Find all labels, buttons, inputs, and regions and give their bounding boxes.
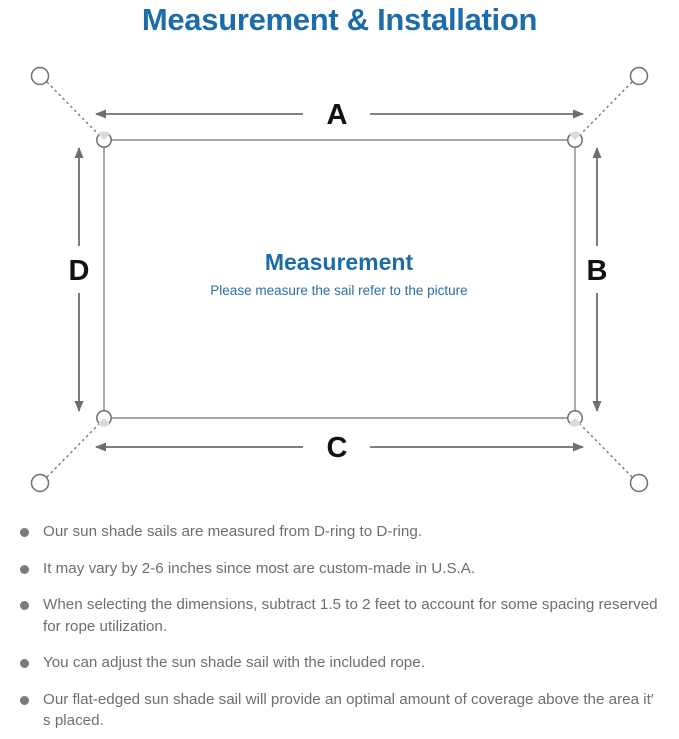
note-text: It may vary by 2-6 inches since most are…: [43, 559, 476, 577]
note-text: When selecting the dimensions, subtract …: [43, 596, 658, 635]
list-item: Our flat-edged sun shade sail will provi…: [12, 689, 661, 732]
sail-outline: [103, 139, 576, 419]
sail-inner-subtitle: Please measure the sail refer to the pic…: [210, 283, 467, 298]
bullet-icon: [20, 659, 29, 668]
page-title: Measurement & Installation: [141, 2, 538, 37]
list-item: It may vary by 2-6 inches since most are…: [12, 558, 661, 580]
rope-line-bottom-right: [578, 422, 633, 478]
dimension-arrow-d: D: [69, 147, 90, 412]
bullet-icon: [20, 695, 29, 705]
bullet-icon: [20, 601, 29, 610]
anchor-point-bottom-right-icon: [629, 473, 649, 493]
dimension-label-d: D: [69, 255, 90, 287]
list-item: You can adjust the sun shade sail with t…: [12, 652, 661, 674]
bullet-icon: [20, 528, 29, 537]
dimension-label-a: A: [327, 99, 348, 131]
note-text: You can adjust the sun shade sail with t…: [43, 654, 425, 671]
note-text: Our flat-edged sun shade sail will provi…: [43, 690, 654, 730]
dimension-arrow-b: B: [587, 147, 608, 412]
list-item: When selecting the dimensions, subtract …: [12, 594, 661, 637]
d-ring-top-right-fill: [569, 131, 581, 140]
rope-lines: [46, 81, 633, 478]
anchor-point-top-left-icon: [30, 66, 50, 86]
anchor-point-top-right-icon: [629, 66, 649, 86]
dimension-arrow-a: A: [95, 99, 584, 131]
d-ring-bottom-right-fill: [569, 418, 581, 427]
notes-list: Our sun shade sails are measured from D-…: [0, 521, 679, 732]
dimension-label-c: C: [327, 432, 348, 464]
rope-line-top-left: [46, 81, 101, 137]
d-ring-bottom-left-fill: [98, 418, 110, 427]
diagram-container: A C D B Measurement Please me: [0, 48, 679, 510]
bullet-icon: [20, 564, 29, 574]
d-ring-top-left-fill: [98, 131, 110, 140]
rope-line-top-right: [578, 81, 633, 137]
sail-inner-title: Measurement: [265, 249, 414, 275]
note-text: Our sun shade sails are measured from D-…: [43, 523, 422, 540]
anchor-point-bottom-left-icon: [30, 473, 50, 493]
dimension-label-b: B: [587, 255, 608, 287]
rope-line-bottom-left: [46, 422, 101, 478]
anchor-points: [30, 66, 649, 493]
dimension-arrow-c: C: [95, 432, 584, 464]
list-item: Our sun shade sails are measured from D-…: [12, 521, 661, 543]
d-rings: [96, 131, 583, 427]
sail-measurement-svg: A C D B Measurement Please me: [30, 66, 649, 493]
